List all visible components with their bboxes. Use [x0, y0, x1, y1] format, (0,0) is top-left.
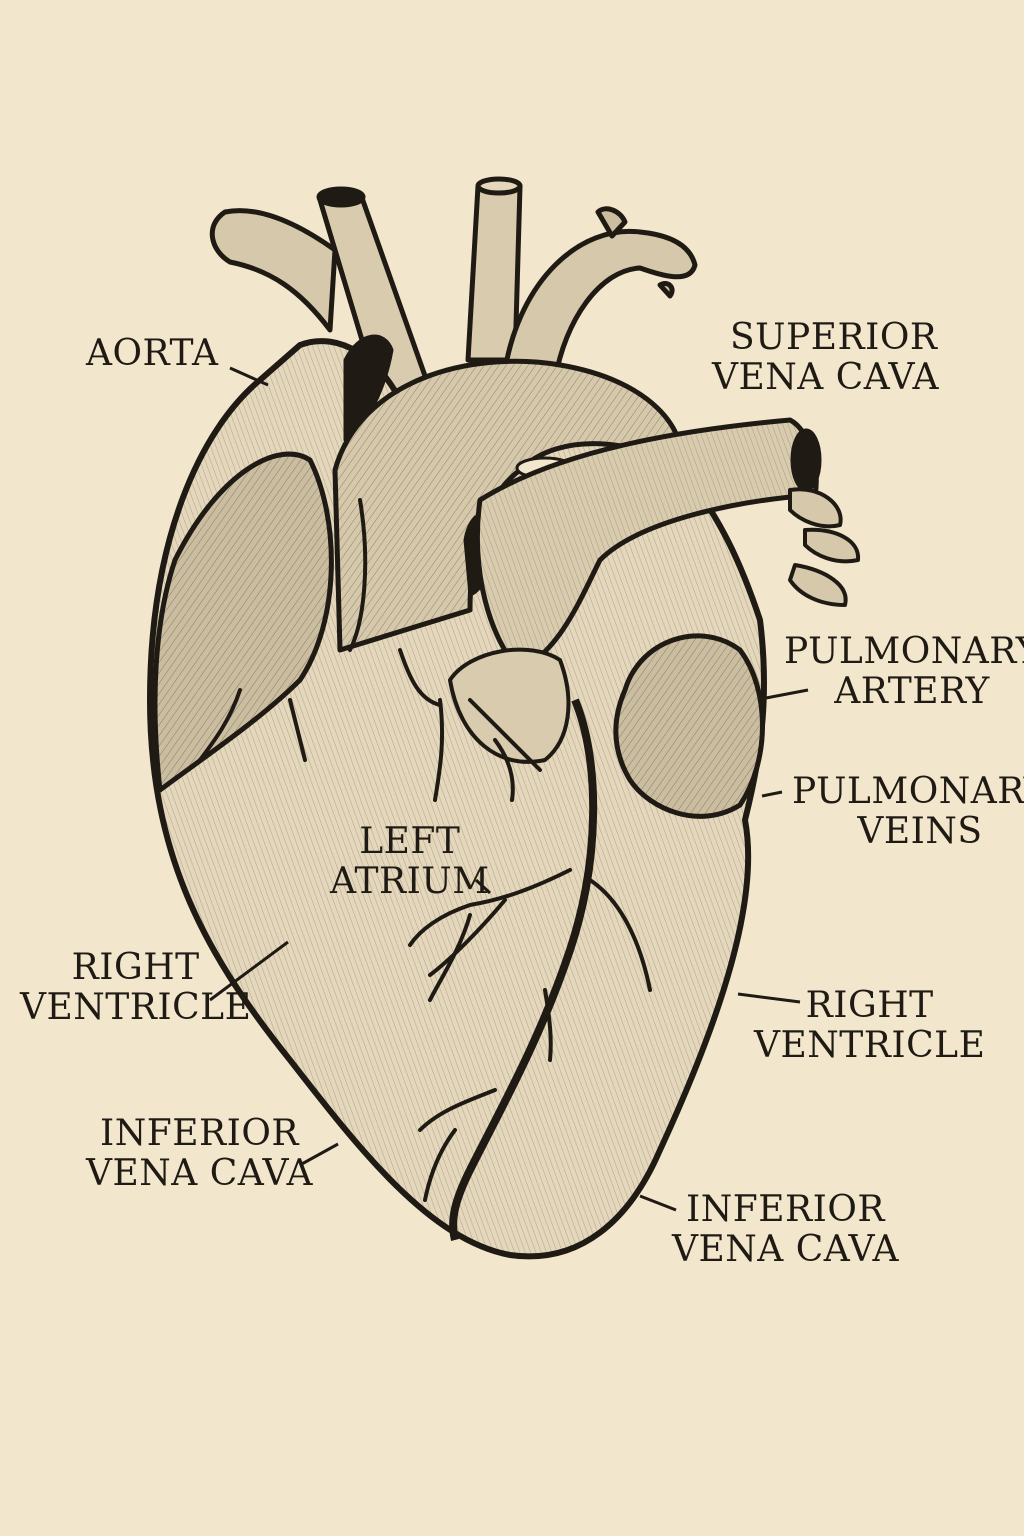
leader-pulmonary-veins — [761, 790, 783, 798]
leader-aorta — [229, 366, 269, 387]
leader-pulmonary-artery — [765, 688, 809, 700]
leader-inferior-vena-cava-left — [299, 1142, 339, 1167]
leader-left-atrium — [474, 878, 492, 895]
great-vessels — [209, 176, 698, 403]
label-pulmonary-veins: PULMONARY VEINS — [792, 771, 1024, 852]
label-right-ventricle-left: RIGHT VENTRICLE — [20, 947, 252, 1028]
label-right-ventricle-right: RIGHT VENTRICLE — [754, 985, 986, 1066]
leader-lines — [209, 366, 809, 1212]
label-pulmonary-artery: PULMONARY ARTERY — [784, 631, 1024, 712]
leader-right-ventricle-left — [209, 940, 289, 1002]
label-inferior-vena-cava-left: INFERIOR VENA CAVA — [86, 1113, 314, 1194]
label-aorta: AORTA — [86, 333, 219, 374]
left-atrium-region — [448, 647, 571, 764]
aortic-arch-right — [502, 228, 698, 383]
coronary-vessels — [198, 498, 652, 1202]
brachiocephalic-vessel — [209, 208, 338, 333]
label-inferior-vena-cava-right: INFERIOR VENA CAVA — [672, 1189, 900, 1270]
heart-body — [147, 334, 861, 1260]
label-superior-vena-cava: SUPERIOR VENA CAVA — [712, 317, 940, 398]
label-left-atrium: LEFT ATRIUM — [330, 821, 490, 902]
interventricular-groove — [449, 698, 598, 1241]
leader-inferior-vena-cava-right — [639, 1194, 677, 1212]
leader-right-ventricle-right — [737, 992, 801, 1004]
